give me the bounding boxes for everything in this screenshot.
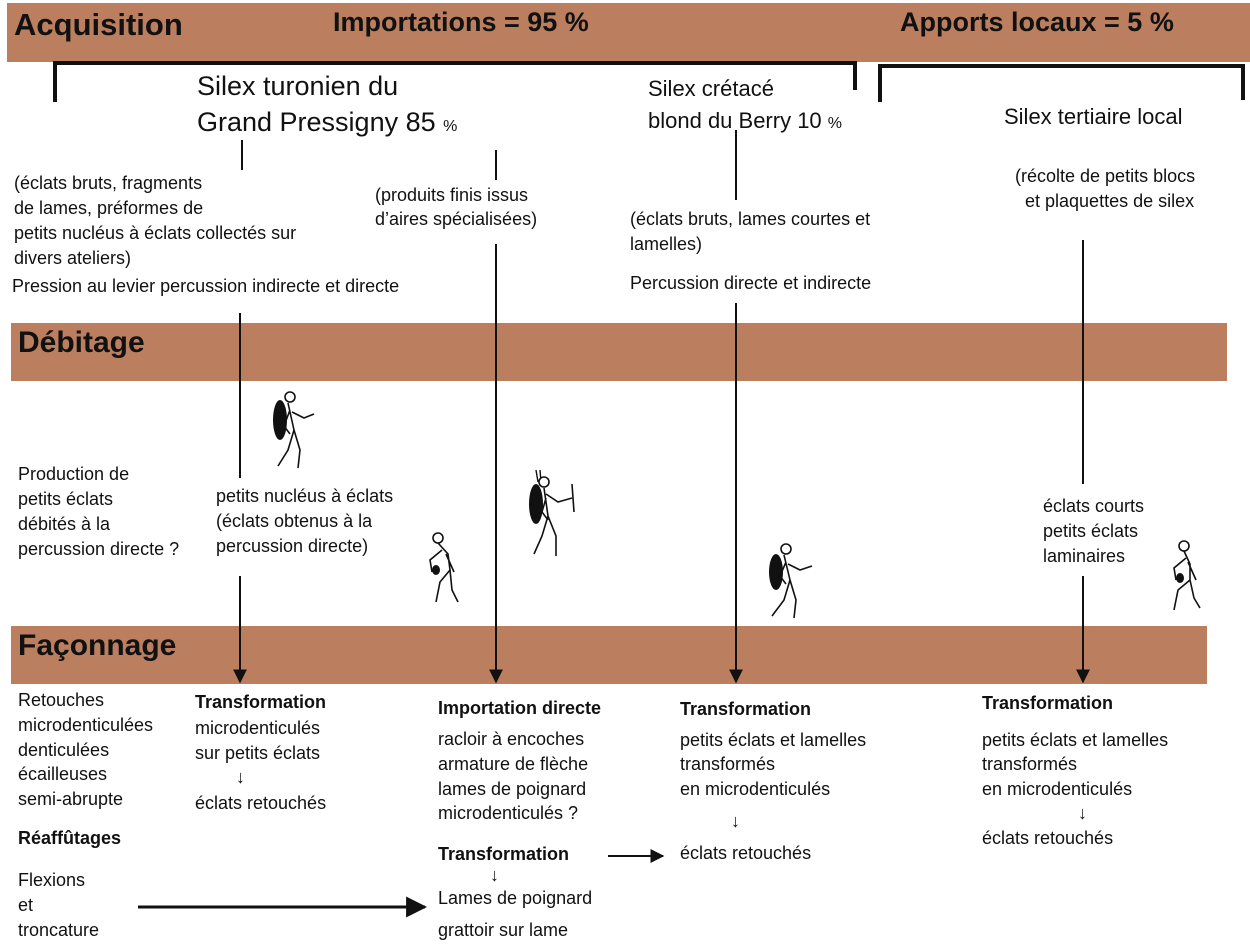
col2-title: Importation directe — [438, 698, 602, 718]
cretace-line2: blond du Berry 10 % — [648, 106, 842, 138]
col2-result: grattoir sur lame — [438, 920, 569, 940]
col2-title2: Transformation — [438, 844, 570, 864]
deb-col4-line: éclats courts — [1043, 496, 1145, 516]
acquisition-title: Acquisition — [14, 7, 183, 42]
knapper-walking-icon — [273, 391, 315, 469]
col4-line: transformés — [982, 754, 1078, 774]
col2-line: armature de flèche — [438, 754, 589, 774]
cretace-pct: % — [827, 115, 843, 132]
deb-col4-line: petits éclats — [1043, 521, 1139, 541]
col4-result: éclats retouchés — [982, 828, 1114, 848]
turonien-line2: Grand Pressigny 85 % — [197, 106, 457, 143]
col1-small-arrow: ↓ — [236, 767, 245, 787]
col3-title: Transformation — [680, 699, 812, 719]
turonien-pct: % — [443, 118, 458, 135]
col3-result: éclats retouchés — [680, 843, 812, 863]
knapper-crouching-icon — [1173, 540, 1201, 611]
acq-col4-line: (récolte de petits blocs — [1015, 166, 1196, 186]
col4-line: en microdenticulés — [982, 779, 1133, 799]
deb-col1-line: percussion directe) — [216, 536, 369, 556]
acq-col3-line: lamelles) — [630, 234, 703, 254]
fac-left-retouche: Retouches — [18, 690, 105, 710]
knapper-crouching-icon — [429, 532, 459, 603]
col4-title: Transformation — [982, 693, 1114, 713]
fac-left-retouche: semi-abrupte — [18, 789, 124, 809]
turonien-line1: Silex turonien du — [197, 71, 399, 101]
col4-small-arrow: ↓ — [1078, 803, 1087, 823]
col4-line: petits éclats et lamelles — [982, 730, 1169, 750]
deb-left-line: débités à la — [18, 514, 111, 534]
cretace-line1: Silex crétacé — [648, 76, 774, 101]
fac-left-retouche: écailleuses — [18, 764, 108, 784]
reaffutage-item: et — [18, 895, 34, 915]
col3-line: en microdenticulés — [680, 779, 831, 799]
col2-line: microdenticulés ? — [438, 803, 579, 823]
deb-left-line: percussion directe ? — [18, 539, 180, 559]
deb-col1-line: (éclats obtenus à la — [216, 511, 373, 531]
reaffutage-item: troncature — [18, 920, 100, 940]
col2-small-arrow: ↓ — [490, 865, 499, 885]
acq-col1-technique: Pression au levier percussion indirecte … — [12, 276, 400, 296]
reaffutages-title: Réaffûtages — [18, 828, 122, 848]
importations-label: Importations = 95 % — [333, 7, 589, 37]
reaffutage-item: Flexions — [18, 870, 86, 890]
col1-title: Transformation — [195, 692, 327, 712]
col2-line: lames de poignard — [438, 779, 587, 799]
col3-small-arrow: ↓ — [731, 811, 740, 831]
turonien-line2-text: Grand Pressigny 85 — [197, 107, 436, 137]
apports-bracket — [878, 64, 1245, 102]
acq-col3-technique: Percussion directe et indirecte — [630, 273, 872, 293]
acq-col1-line: (éclats bruts, fragments — [14, 173, 203, 193]
col3-line: petits éclats et lamelles — [680, 730, 867, 750]
deb-left-line: petits éclats — [18, 489, 114, 509]
acq-col2-line: (produits finis issus — [375, 185, 529, 205]
col3-line: transformés — [680, 754, 776, 774]
col2-line: racloir à encoches — [438, 729, 585, 749]
debitage-title: Débitage — [18, 326, 145, 359]
acq-col2-line: d’aires spécialisées) — [375, 209, 538, 229]
col1-line: sur petits éclats — [195, 743, 321, 763]
fac-left-retouche: denticulées — [18, 740, 110, 760]
cretace-line2-text: blond du Berry 10 — [648, 108, 822, 133]
col2-result: Lames de poignard — [438, 888, 593, 908]
col1-line: microdenticulés — [195, 718, 321, 738]
deb-col1-line: petits nucléus à éclats — [216, 486, 394, 506]
apports-locaux-label: Apports locaux = 5 % — [900, 7, 1174, 37]
debitage-band — [11, 323, 1227, 381]
acq-col1-line: divers ateliers) — [14, 248, 132, 268]
acq-col1-line: petits nucléus à éclats collectés sur — [14, 223, 297, 243]
col1-result: éclats retouchés — [195, 793, 327, 813]
acq-col4-line: et plaquettes de silex — [1025, 191, 1195, 211]
fac-left-retouche: microdenticulées — [18, 715, 154, 735]
acq-col3-line: (éclats bruts, lames courtes et — [630, 209, 871, 229]
faconnage-title: Façonnage — [18, 629, 177, 662]
faconnage-band — [11, 626, 1207, 684]
tertiaire-label: Silex tertiaire local — [1004, 104, 1183, 129]
importations-bracket — [53, 61, 857, 102]
acq-col1-line: de lames, préformes de — [14, 198, 204, 218]
deb-col4-line: laminaires — [1043, 546, 1126, 566]
archer-icon — [529, 469, 575, 556]
deb-left-line: Production de — [18, 464, 130, 484]
acquisition-band — [7, 3, 1250, 62]
knapper-walking-icon — [769, 543, 813, 619]
